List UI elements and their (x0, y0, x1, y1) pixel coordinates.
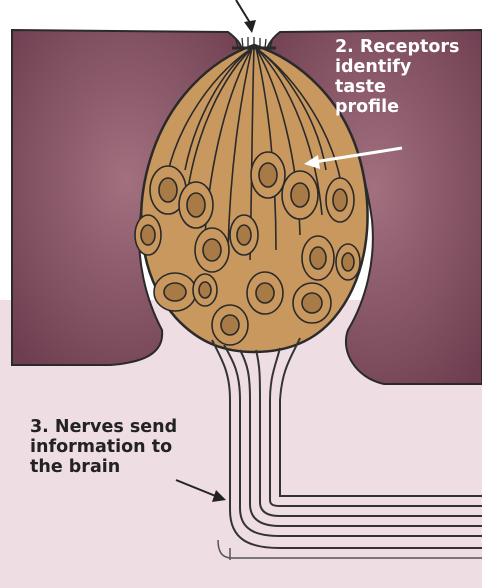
pore-arrow (236, 0, 256, 33)
receptors-label-line-2: identify (335, 57, 459, 77)
nerves-label: 3. Nerves send information to the brain (30, 417, 177, 477)
receptors-label-line-4: profile (335, 97, 459, 117)
receptors-label: 2. Receptors identify taste profile (335, 37, 459, 117)
nerves-label-line-2: information to (30, 437, 177, 457)
receptors-label-line-1: 2. Receptors (335, 37, 459, 57)
nerves-label-line-1: 3. Nerves send (30, 417, 177, 437)
nerves-label-line-3: the brain (30, 457, 177, 477)
receptors-label-line-3: taste (335, 77, 459, 97)
